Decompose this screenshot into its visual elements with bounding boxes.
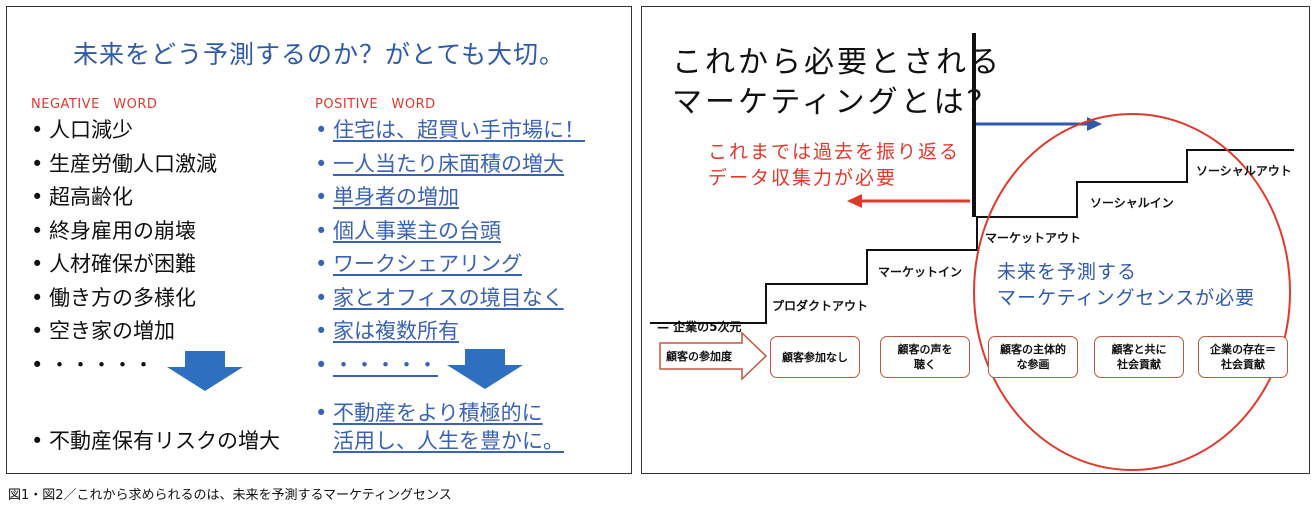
list-item: •働き方の多様化	[31, 285, 196, 310]
highlight-circle	[973, 113, 1291, 471]
stair-label-social-out: ソーシャルアウト	[1196, 164, 1292, 178]
list-item: •家は複数所有	[315, 319, 459, 343]
negative-word-heading: NEGATIVE WORD	[31, 97, 158, 112]
past-data-text: これまでは過去を振り返る データ収集力が必要	[708, 141, 961, 189]
list-item: •一人当たり床面積の増大	[315, 151, 564, 176]
list-item: •個人事業主の台頭	[315, 218, 501, 243]
list-item: •空き家の増加	[31, 319, 175, 343]
stage-box: 顧客と共に社会貢献	[1094, 336, 1184, 378]
stair-label-market-out: マーケットアウト	[985, 231, 1082, 245]
positive-result: •不動産をより積極的に 活用し、人生を豊かに。	[315, 401, 564, 453]
list-item: •生産労働人口激減	[31, 151, 217, 176]
list-item: •家とオフィスの境目なく	[315, 285, 564, 310]
list-item: •単身者の増加	[315, 185, 459, 209]
list-item: •終身雇用の崩壊	[31, 218, 196, 243]
staircase-line	[650, 149, 1294, 324]
left-arrow-icon	[847, 194, 862, 208]
stage-box: 顧客の主体的な参画	[988, 336, 1078, 378]
list-item: •ワークシェアリング	[315, 252, 522, 276]
stage-box: 顧客参加なし	[770, 336, 860, 378]
figure-caption: 図1・図2／これから求められるのは、未来を予測するマーケティングセンス	[8, 488, 452, 503]
marketing-diagram	[650, 33, 1294, 471]
list-item: •人口減少	[31, 118, 133, 142]
left-title: 未来をどう予測するのか？がとても大切。	[72, 40, 565, 69]
negative-result: •不動産保有リスクの増大	[31, 429, 280, 453]
negative-list: •人口減少 •生産労働人口激減 •超高齢化 •終身雇用の崩壊 •人材確保が困難 …	[31, 114, 217, 382]
down-arrow-icon	[167, 351, 243, 391]
future-sense-text: 未来を予測する マーケティングセンスが必要	[997, 261, 1256, 309]
list-item: •住宅は、超買い手市場に！	[315, 118, 585, 142]
list-item: •・・・・・	[31, 352, 154, 377]
axis-label: — 企業の5次元	[657, 320, 742, 334]
list-item: •・・・・・	[315, 352, 438, 377]
stair-label-product-out: プロダクトアウト	[772, 299, 869, 313]
stair-label-market-in: マーケットイン	[878, 265, 963, 279]
participation-arrow-icon	[659, 331, 768, 381]
list-item: •人材確保が困難	[31, 252, 196, 276]
right-title: これから必要とされる マーケティングとは？	[672, 45, 1002, 120]
left-panel: 未来をどう予測するのか？がとても大切。 NEGATIVE WORD POSITI…	[6, 6, 632, 474]
list-item: •超高齢化	[31, 185, 133, 209]
stage-box: 顧客の声を聴く	[880, 336, 970, 378]
right-panel: これから必要とされる マーケティングとは？ これまでは過去を振り返る データ収集…	[641, 6, 1310, 474]
stair-label-social-in: ソーシャルイン	[1090, 196, 1174, 210]
stage-box: 企業の存在＝社会貢献	[1198, 336, 1288, 378]
positive-list: •住宅は、超買い手市場に！ •一人当たり床面積の増大 •単身者の増加 •個人事業…	[315, 114, 585, 382]
down-arrow-icon	[447, 349, 523, 389]
participation-label: 顧客の参加度	[666, 350, 732, 363]
positive-word-heading: POSITIVE WORD	[315, 97, 436, 112]
left-arrows	[167, 349, 523, 391]
